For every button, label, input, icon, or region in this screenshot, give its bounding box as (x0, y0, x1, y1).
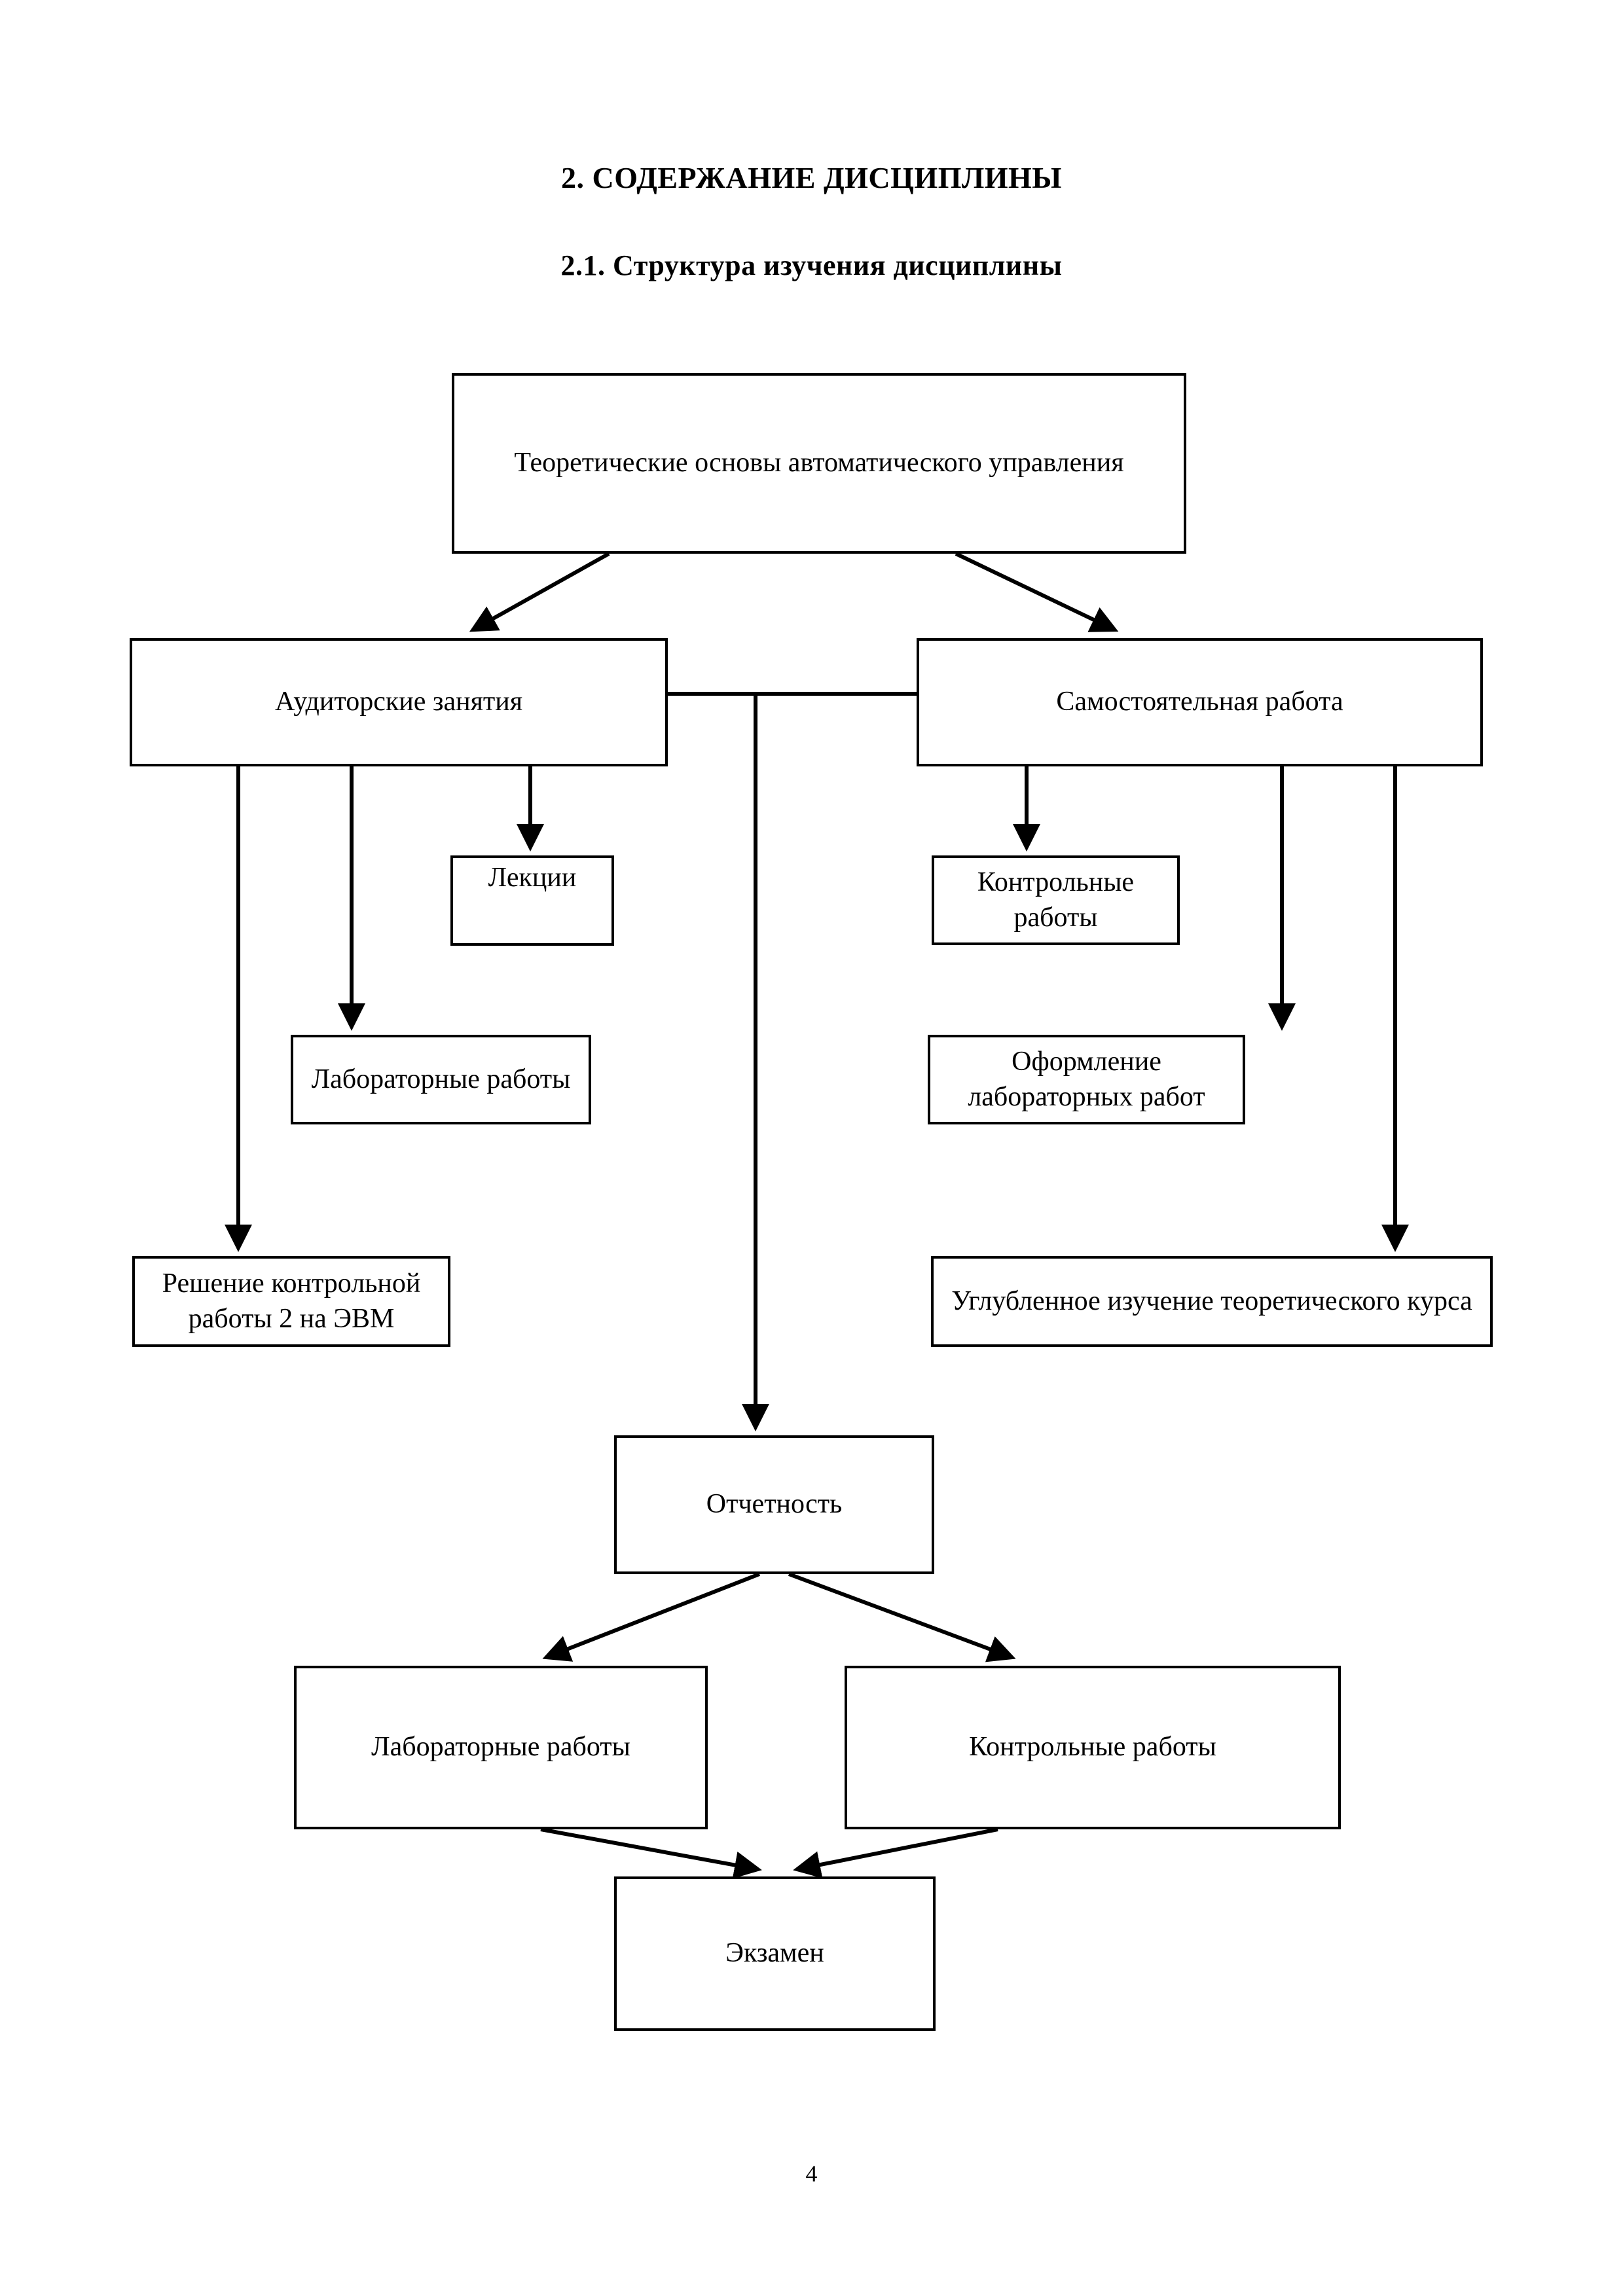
node-deepstudy[interactable]: Углубленное изучение теоретического курс… (931, 1256, 1493, 1347)
edge-tests-bottom-to-exam (793, 1827, 998, 1878)
node-exam-label: Экзамен (725, 1938, 824, 1969)
node-reporting-label: Отчетность (706, 1489, 843, 1520)
node-root[interactable]: Теоретические основы автоматического упр… (452, 373, 1186, 554)
node-tests-bottom-label: Контрольные работы (969, 1732, 1216, 1763)
node-lectures-label: Лекции (488, 863, 577, 893)
node-tests-top[interactable]: Контрольные работы (932, 855, 1180, 945)
node-selfstudy-label: Самостоятельная работа (1056, 687, 1343, 717)
node-lectures[interactable]: Лекции (450, 855, 614, 946)
node-labreports-label: Оформление лабораторных работ (968, 1046, 1205, 1112)
edge-labs-bottom-to-exam (540, 1827, 762, 1879)
node-classroom[interactable]: Аудиторские занятия (130, 638, 668, 766)
node-classroom-label: Аудиторские занятия (274, 687, 523, 717)
node-labs-bottom[interactable]: Лабораторные работы (294, 1666, 708, 1829)
node-labwork[interactable]: Лабораторные работы (291, 1035, 591, 1124)
node-pcwork[interactable]: Решение контрольной работы 2 на ЭВМ (132, 1256, 450, 1347)
edge-reporting-to-labs-bottom (542, 1572, 761, 1662)
page-title: 2. СОДЕРЖАНИЕ ДИСЦИПЛИНЫ (561, 161, 1062, 194)
node-root-label: Теоретические основы автоматического упр… (514, 448, 1124, 478)
node-deepstudy-label: Углубленное изучение теоретического курс… (951, 1285, 1472, 1316)
node-exam[interactable]: Экзамен (614, 1876, 936, 2031)
node-tests-top-label: Контрольные работы (977, 867, 1135, 933)
edge-reporting-to-tests-bottom (788, 1572, 1016, 1662)
section-subtitle: 2.1. Структура изучения дисциплины (560, 249, 1063, 281)
node-labwork-label: Лабораторные работы (311, 1064, 571, 1094)
edge-root-to-selfstudy (955, 552, 1119, 632)
node-reporting[interactable]: Отчетность (614, 1435, 934, 1574)
page-number: 4 (805, 2161, 818, 2187)
node-selfstudy[interactable]: Самостоятельная работа (917, 638, 1483, 766)
edge-root-to-classroom (469, 552, 610, 632)
node-pcwork-label: Решение контрольной работы 2 на ЭВМ (162, 1268, 421, 1334)
node-labs-bottom-label: Лабораторные работы (371, 1732, 630, 1763)
node-labreports[interactable]: Оформление лабораторных работ (928, 1035, 1245, 1124)
node-tests-bottom[interactable]: Контрольные работы (845, 1666, 1341, 1829)
